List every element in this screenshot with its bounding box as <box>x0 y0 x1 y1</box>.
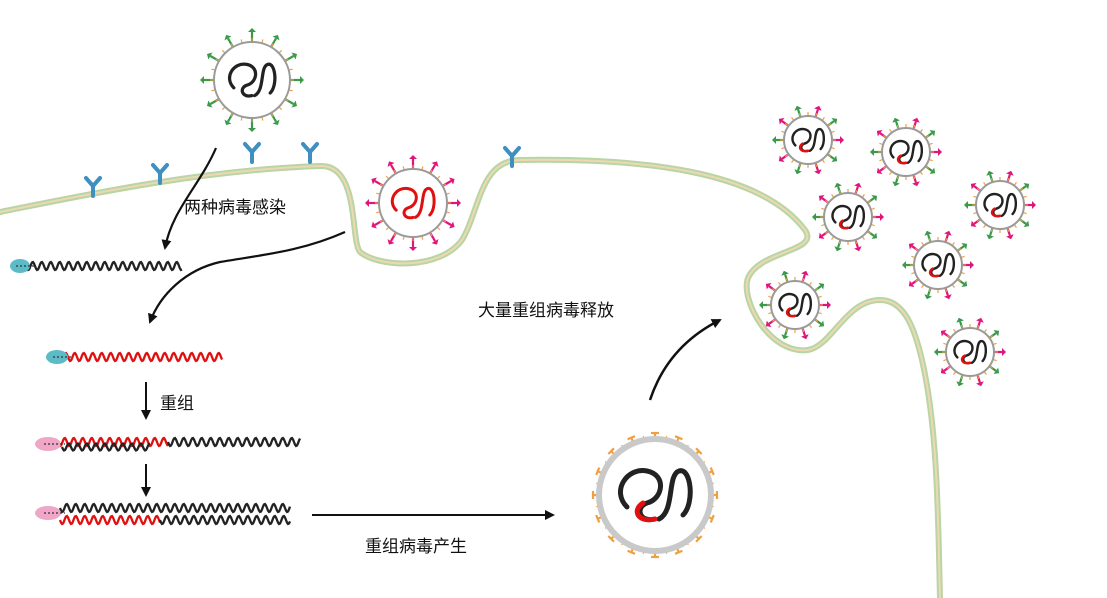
arrow-infection-b <box>148 230 346 324</box>
receptor-icon <box>243 142 261 164</box>
polymerase-icon <box>35 437 65 451</box>
viruses <box>200 28 1036 559</box>
released-recombinant-virus-icon <box>812 182 884 252</box>
polymerase-icon <box>35 506 65 520</box>
rna-strands <box>10 259 302 526</box>
cell-membrane <box>0 156 943 598</box>
recombinant-virus-icon <box>591 431 719 559</box>
released-recombinant-virus-icon <box>870 117 942 187</box>
virus-b-icon <box>365 155 461 251</box>
label-recombinant-released: 大量重组病毒释放 <box>478 301 614 321</box>
receptor-icon <box>301 142 319 164</box>
released-recombinant-virus-icon <box>759 270 831 340</box>
rna-strand-icon <box>58 514 162 526</box>
label-recombination: 重组 <box>160 394 194 414</box>
rna-strand-icon <box>60 442 151 452</box>
receptors <box>84 142 521 198</box>
rna-strand-icon <box>158 514 292 526</box>
rna-strand-icon <box>166 436 302 448</box>
polymerase-icon <box>46 350 72 364</box>
arrow-release <box>648 318 722 401</box>
released-recombinant-virus-icon <box>934 317 1006 387</box>
arrow-infection-a <box>161 147 218 250</box>
released-recombinant-virus-icon <box>772 105 844 175</box>
released-recombinant-virus-icon <box>964 170 1036 240</box>
receptor-icon <box>503 146 521 168</box>
rna-strand-icon <box>58 502 292 514</box>
virus-a-icon <box>200 28 304 132</box>
label-recombinant-produced: 重组病毒产生 <box>365 537 467 557</box>
released-recombinant-virus-icon <box>902 230 974 300</box>
receptor-icon <box>84 176 102 198</box>
label-infection: 两种病毒感染 <box>184 198 286 218</box>
receptor-icon <box>151 163 169 185</box>
rna-strand-icon <box>24 260 183 272</box>
arrows <box>141 147 722 520</box>
polymerase-icon <box>10 259 34 273</box>
rna-strand-icon <box>48 351 224 363</box>
